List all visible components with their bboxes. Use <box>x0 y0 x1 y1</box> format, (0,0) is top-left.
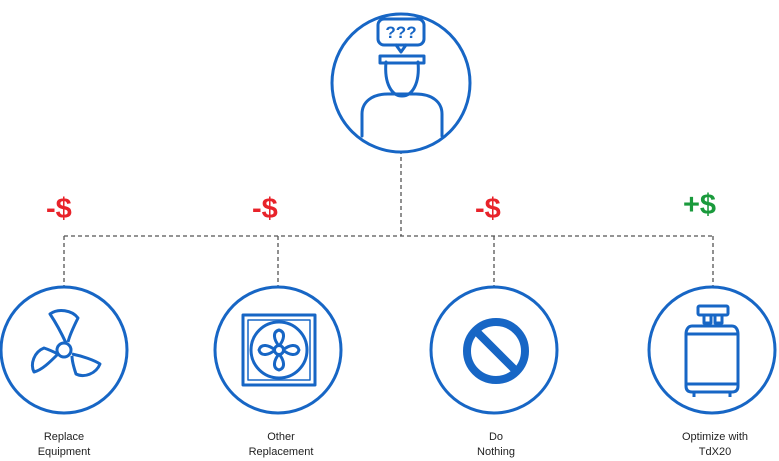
ventilation-fan-icon <box>241 313 317 387</box>
person-head <box>384 60 420 98</box>
option-label-line2: Replacement <box>248 446 314 458</box>
cost-sign-optimize: +$ <box>683 189 717 221</box>
cost-sign-other-replacement: -$ <box>252 193 278 225</box>
person-node: ??? <box>330 12 472 154</box>
option-label-replace-equipment: Replace Equipment <box>4 430 124 460</box>
option-label-do-nothing: Do Nothing <box>436 430 556 460</box>
fan-icon <box>30 309 102 378</box>
person-circle <box>330 12 472 154</box>
option-label-line1: Optimize with <box>681 431 749 443</box>
option-circle <box>0 285 129 415</box>
option-label-line1: Replace <box>43 431 85 443</box>
speech-bubble <box>376 17 426 47</box>
cost-sign-replace-equipment: -$ <box>46 193 72 225</box>
confused-person-icon <box>360 17 444 138</box>
person-hair <box>378 54 426 65</box>
option-circle <box>213 285 343 415</box>
option-label-line2: Equipment <box>37 446 91 458</box>
bubble-question-marks: ??? <box>385 23 416 42</box>
option-node-do-nothing <box>429 285 559 415</box>
refrigerant-cylinder-icon <box>684 304 740 397</box>
option-label-line2: Nothing <box>477 446 515 458</box>
option-label-line2: TdX20 <box>698 446 732 458</box>
cost-sign-do-nothing: -$ <box>475 193 501 225</box>
connector-lines <box>63 150 714 287</box>
prohibited-icon <box>463 318 529 384</box>
option-node-optimize <box>647 285 777 415</box>
option-label-line1: Do <box>488 431 504 443</box>
option-label-optimize: Optimize with TdX20 <box>655 430 775 460</box>
option-circle <box>647 285 777 415</box>
person-body <box>360 92 444 138</box>
option-node-replace-equipment <box>0 285 129 415</box>
option-label-other-replacement: Other Replacement <box>221 430 341 460</box>
speech-bubble-tail <box>394 43 408 54</box>
option-node-other-replacement <box>213 285 343 415</box>
option-label-line1: Other <box>267 431 295 443</box>
